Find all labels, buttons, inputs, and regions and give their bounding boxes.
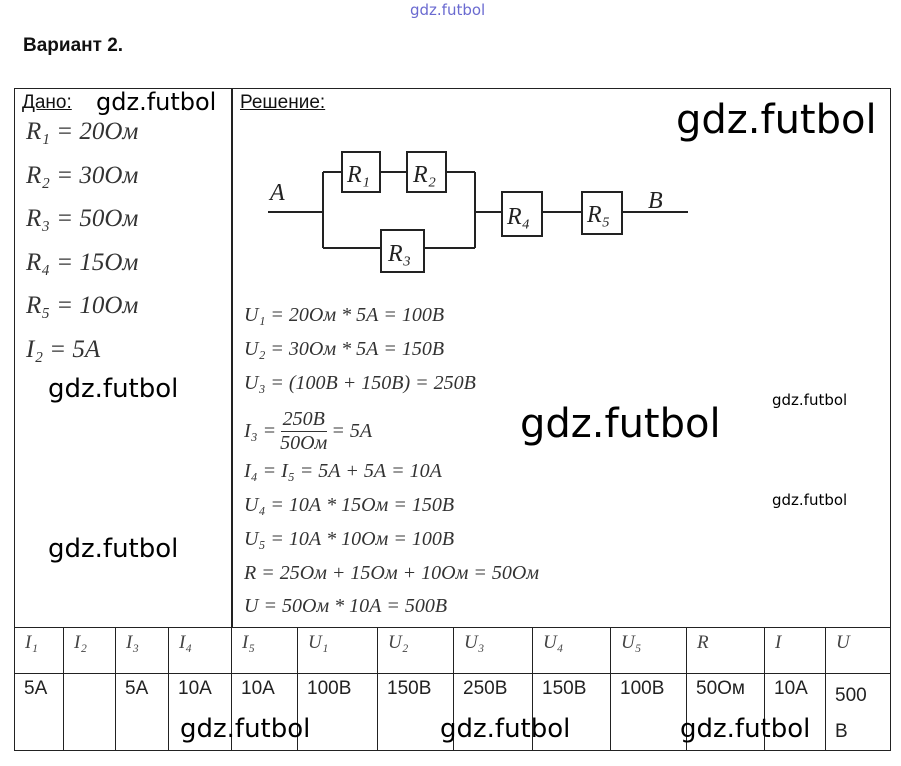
page-title: Вариант 2. [23, 35, 124, 56]
header-cell: U₂ [377, 627, 454, 674]
header-cell: I₅ [231, 627, 298, 674]
solution-label: Решение: [240, 92, 326, 113]
step: U₃ = (100В + 150В) = 250В [244, 372, 476, 394]
header-cell: I₃ [115, 627, 169, 674]
watermark: gdz.futbol [772, 491, 848, 509]
header-cell: U₄ [532, 627, 611, 674]
value-cell: 150В [377, 673, 454, 751]
given-item: R₃ = 50Ом [26, 205, 139, 232]
value-cell: 10А [764, 673, 826, 751]
r4-label: R₄ [506, 204, 530, 230]
watermark: gdz.futbol [680, 714, 811, 744]
value-cell: 100В [610, 673, 687, 751]
step: I₄ = I₅ = 5А + 5А = 10А [244, 460, 442, 482]
header-cell: U₃ [453, 627, 533, 674]
header-cell: I₁ [14, 627, 64, 674]
step: U₁ = 20Ом * 5А = 100В [244, 304, 445, 326]
step: U₅ = 10А * 10Ом = 100В [244, 528, 455, 550]
step: U₄ = 10А * 15Ом = 150В [244, 494, 455, 516]
step: U₂ = 30Ом * 5А = 150В [244, 338, 445, 360]
fraction: 250В 50Ом [280, 408, 327, 455]
results-table: I₁ I₂ I₃ I₄ I₅ U₁ U₂ U₃ U₄ U₅ R I U 5А 5… [14, 627, 891, 751]
r2-label: R₂ [412, 162, 436, 188]
resistor-r5 [581, 191, 623, 235]
divider [231, 88, 233, 627]
watermark: gdz.futbol [440, 714, 571, 744]
node-b: B [648, 188, 663, 214]
header-cell: I₄ [168, 627, 232, 674]
watermark: gdz.futbol [180, 714, 311, 744]
value-cell: 100В [297, 673, 378, 751]
watermark: gdz.futbol [96, 88, 217, 116]
resistor-r4 [501, 191, 543, 237]
watermark: gdz.futbol [410, 1, 486, 19]
node-a: A [268, 180, 285, 206]
watermark: gdz.futbol [520, 401, 721, 447]
watermark: gdz.futbol [676, 97, 877, 143]
resistor-r3 [380, 229, 425, 273]
watermark: gdz.futbol [48, 374, 179, 404]
task-box [14, 88, 891, 628]
given-item: R₂ = 30Ом [26, 162, 139, 189]
value-cell: 250В [453, 673, 533, 751]
given-item: R₁ = 20Ом [26, 118, 139, 145]
header-cell: I₂ [63, 627, 116, 674]
watermark: gdz.futbol [772, 391, 848, 409]
r5-label: R₅ [586, 202, 610, 228]
value-row: 5А 5А 10А 10А 100В 150В 250В 150В 100В 5… [14, 673, 891, 751]
header-cell: U [825, 627, 891, 674]
denominator: 50Ом [280, 431, 328, 454]
header-cell: U₅ [610, 627, 687, 674]
value-cell [63, 673, 116, 751]
value-cell: 50Ом [686, 673, 765, 751]
i3-rhs: = 5А [331, 419, 373, 442]
r3-label: R₃ [387, 241, 411, 267]
numerator: 250В [280, 407, 327, 432]
given-item: R₄ = 15Ом [26, 249, 139, 276]
given-item: R₅ = 10Ом [26, 292, 139, 319]
solution-steps: U₁ = 20Ом * 5А = 100В U₂ = 30Ом * 5А = 1… [244, 304, 539, 618]
resistor-r1 [341, 151, 381, 193]
header-cell: R [686, 627, 765, 674]
given-list: R₁ = 20Ом R₂ = 30Ом R₃ = 50Ом R₄ = 15Ом … [26, 118, 138, 364]
value-cell: 500 В [825, 673, 891, 751]
header-row: I₁ I₂ I₃ I₄ I₅ U₁ U₂ U₃ U₄ U₅ R I U [14, 627, 891, 674]
value-cell: 150В [532, 673, 611, 751]
step-i3: I₃ = 250В 50Ом = 5А [244, 402, 539, 460]
value-cell: 5А [115, 673, 169, 751]
given-label: Дано: [22, 92, 72, 113]
step: R = 25Ом + 15Ом + 10Ом = 50Ом [244, 562, 540, 584]
value-cell: 5А [14, 673, 64, 751]
circuit-diagram: A B R₁ R₂ R₃ R₄ R₅ [268, 151, 688, 273]
watermark: gdz.futbol [48, 534, 179, 564]
r1-label: R₁ [346, 162, 370, 188]
value-cell: 10А [168, 673, 232, 751]
header-cell: I [764, 627, 826, 674]
i3-lhs: I₃ = [244, 419, 277, 442]
step: U = 50Ом * 10А = 500В [244, 595, 448, 617]
header-cell: U₁ [297, 627, 378, 674]
resistor-r2 [406, 151, 447, 193]
given-item: I₂ = 5А [26, 336, 101, 363]
